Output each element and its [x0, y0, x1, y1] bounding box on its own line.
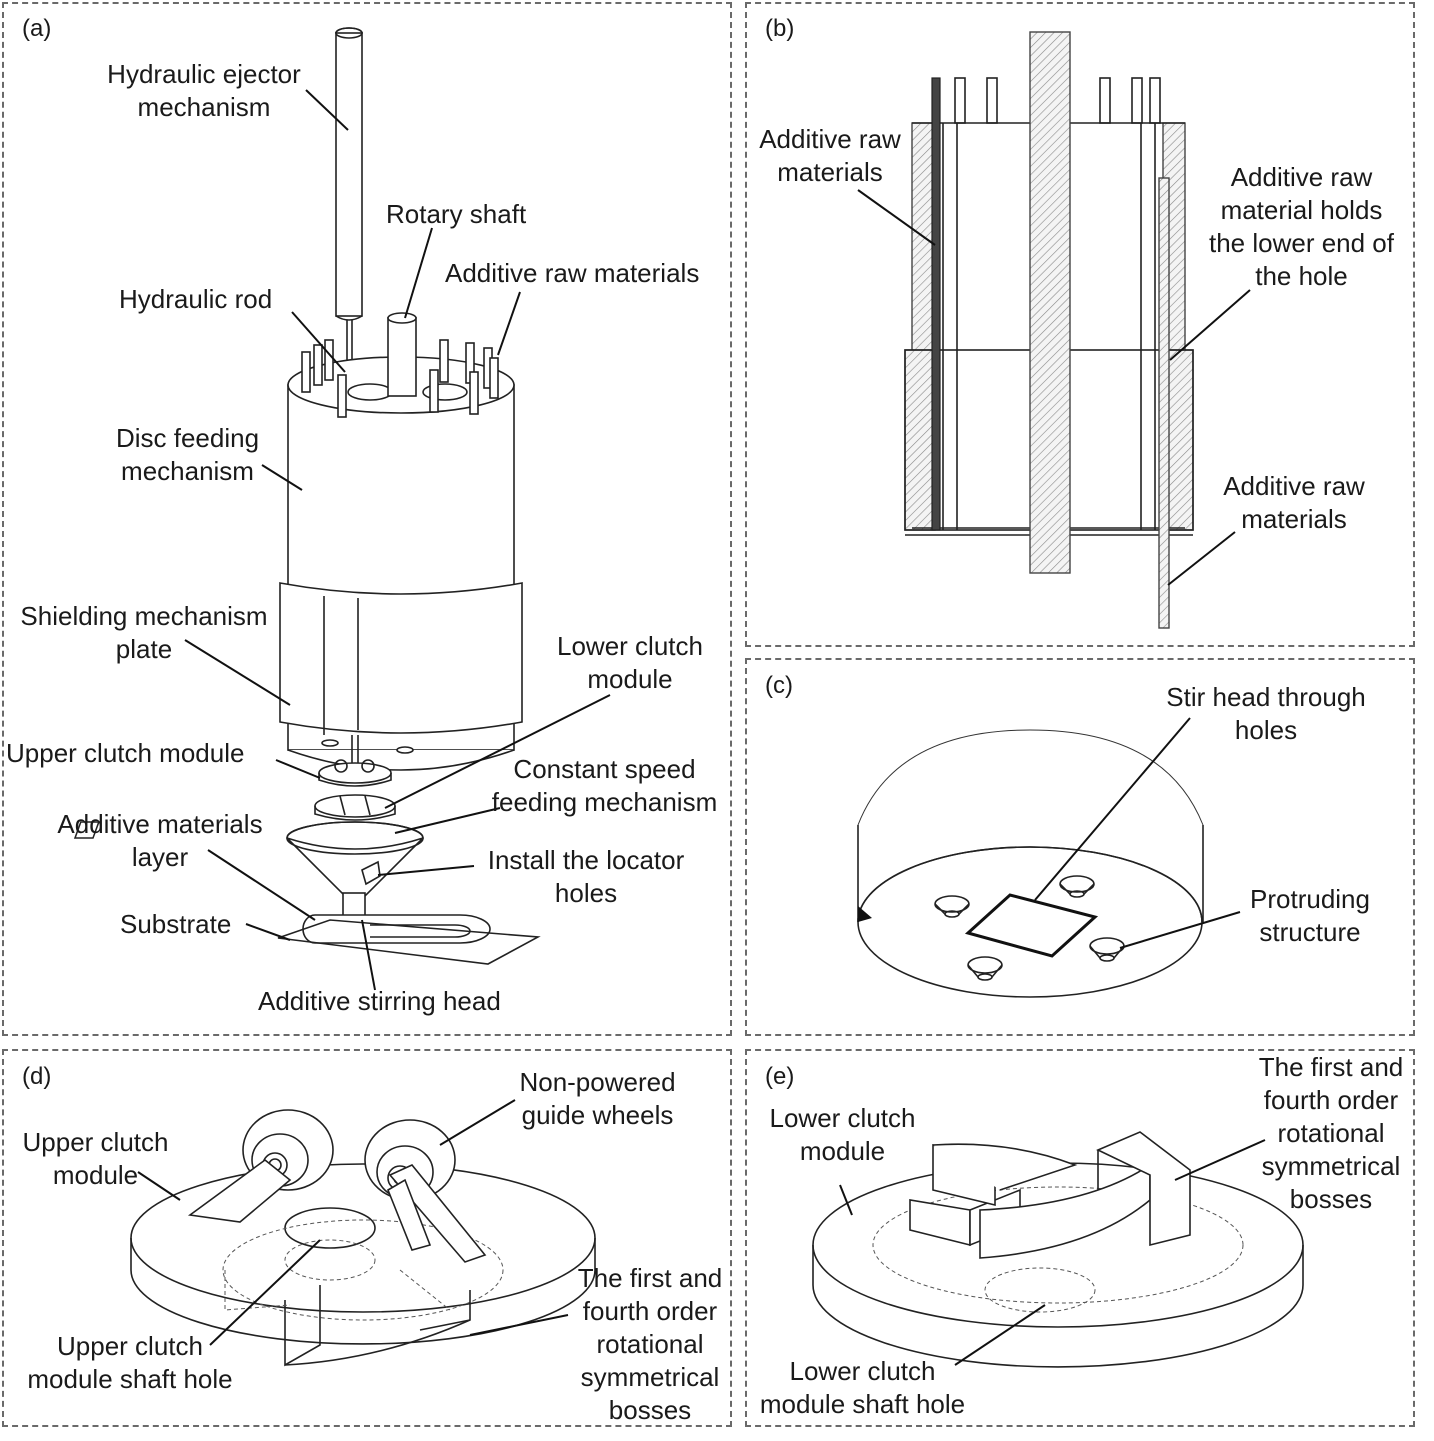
label-b-raw-bottom: Additive raw materials: [1223, 471, 1365, 534]
label-stirring-head: Additive stirring head: [258, 986, 501, 1016]
label-additive-raw-materials: Additive raw materials: [445, 258, 700, 288]
label-hydraulic-ejector: Hydraulic ejector mechanism: [107, 59, 301, 122]
clutch-and-funnel-drawing: [73, 735, 541, 965]
panel-d-artwork: [130, 1099, 596, 1367]
label-e-bosses: The first and fourth order rotational sy…: [1258, 1052, 1404, 1214]
label-additive-layer: Additive materials layer: [57, 809, 263, 872]
label-constant-speed: Constant speed feeding mechanism: [491, 754, 718, 817]
label-shielding-plate: Shielding mechanism plate: [20, 601, 268, 664]
label-substrate: Substrate: [120, 909, 232, 939]
panel-c-artwork: [857, 717, 1241, 998]
hydraulic-ejector-drawing: [335, 27, 363, 410]
panel-e-tag: (e): [765, 1063, 795, 1090]
label-d-bosses: The first and fourth order rotational sy…: [577, 1263, 723, 1425]
panel-e-artwork: [812, 1131, 1304, 1368]
panel-d-tag: (d): [22, 1063, 52, 1090]
label-d-upper-clutch: Upper clutch module: [22, 1127, 169, 1190]
disc-feeding-drawing: [279, 312, 523, 771]
label-b-raw-hold: Additive raw material holds the lower en…: [1208, 162, 1394, 291]
label-lower-clutch: Lower clutch module: [557, 631, 703, 694]
panel-a-leaders: [184, 89, 611, 991]
label-protruding-structure: Protruding structure: [1250, 884, 1370, 947]
panel-c-tag: (c): [765, 672, 793, 699]
label-stir-head-holes: Stir head through holes: [1166, 682, 1366, 745]
panel-d: [2, 1049, 732, 1427]
label-b-raw-left: Additive raw materials: [759, 124, 901, 187]
panel-b-tag: (b): [765, 15, 795, 42]
label-guide-wheels: Non-powered guide wheels: [519, 1067, 676, 1130]
label-e-lower-clutch: Lower clutch module: [769, 1103, 916, 1166]
label-hydraulic-rod: Hydraulic rod: [119, 284, 273, 314]
panel-a-artwork: [73, 27, 611, 991]
label-e-shaft-hole: Lower clutch module shaft hole: [759, 1356, 966, 1419]
label-d-shaft-hole: Upper clutch module shaft hole: [27, 1331, 233, 1394]
panel-b-artwork: [857, 31, 1251, 629]
panel-a-tag: (a): [22, 15, 52, 42]
label-locator-holes: Install the locator holes: [487, 845, 685, 908]
label-disc-feeding: Disc feeding mechanism: [115, 423, 260, 486]
panel-b: [745, 2, 1415, 647]
label-rotary-shaft: Rotary shaft: [386, 199, 527, 229]
label-upper-clutch: Upper clutch module: [6, 738, 245, 768]
